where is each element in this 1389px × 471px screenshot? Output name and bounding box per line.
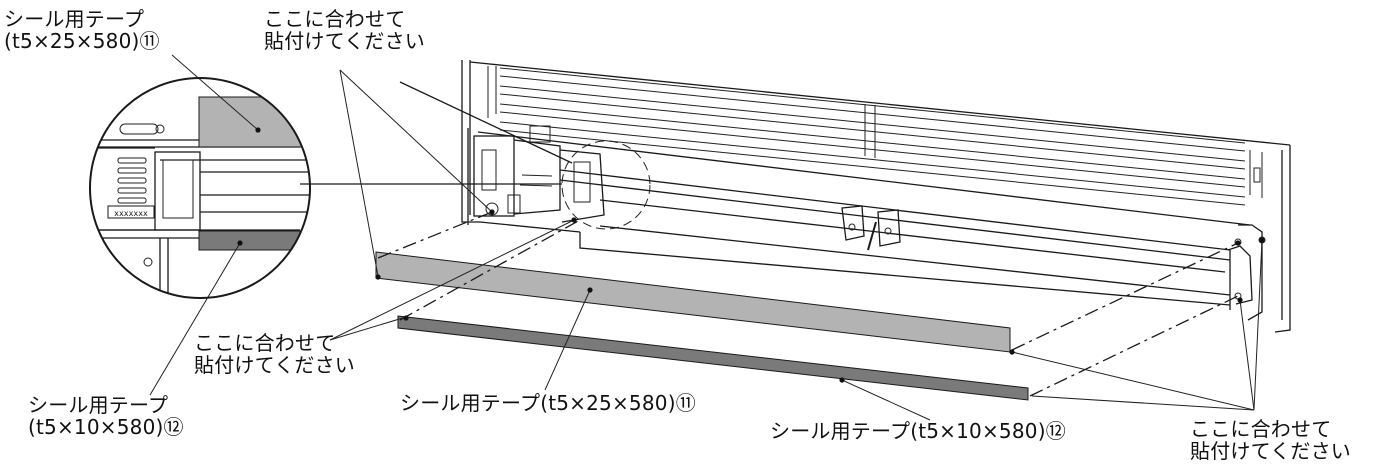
magnified-detail: xxxxxxx [89, 77, 311, 299]
label-attach-here-top: ここに合わせて 貼付けてください [264, 8, 425, 52]
label-line: ここに合わせて [264, 7, 406, 31]
seal-tape-25 [375, 251, 1011, 353]
unit-panel [461, 60, 1291, 333]
label-line: (t5×25×580)⑪ [4, 29, 160, 53]
seal-tape-10 [397, 315, 1029, 401]
label-line: 貼付けてください [1190, 439, 1351, 463]
label-attach-here-middle: ここに合わせて 貼付けてください [194, 332, 355, 376]
label-tape25-top-left: シール用テープ (t5×25×580)⑪ [4, 8, 160, 52]
label-line: シール用テープ [28, 393, 169, 417]
label-line: シール用テープ(t5×10×580)⑫ [770, 419, 1066, 443]
label-line: シール用テープ [4, 7, 145, 31]
label-line: (t5×10×580)⑫ [28, 415, 184, 439]
label-line: ここに合わせて [1190, 417, 1332, 441]
label-line: シール用テープ(t5×25×580)⑪ [400, 391, 696, 415]
leader-lines [149, 54, 1263, 421]
leader-dots [237, 127, 1265, 383]
label-attach-here-bottom-right: ここに合わせて 貼付けてください [1190, 418, 1351, 462]
lower-rail [467, 128, 1266, 321]
label-line: 貼付けてください [194, 353, 355, 377]
label-line: ここに合わせて [194, 331, 336, 355]
label-tape25-center: シール用テープ(t5×25×580)⑪ [400, 392, 696, 414]
left-mechanism [473, 125, 605, 223]
label-tape10-bottom: シール用テープ(t5×10×580)⑫ [770, 420, 1066, 442]
detail-focus-circle [561, 140, 651, 230]
detail-part-label: xxxxxxx [114, 209, 148, 218]
label-tape10-bottom-left: シール用テープ (t5×10×580)⑫ [28, 394, 184, 438]
alignment-dashed-lines [377, 211, 1239, 397]
label-line: 貼付けてください [264, 29, 425, 53]
grille-louvers [487, 66, 1263, 206]
